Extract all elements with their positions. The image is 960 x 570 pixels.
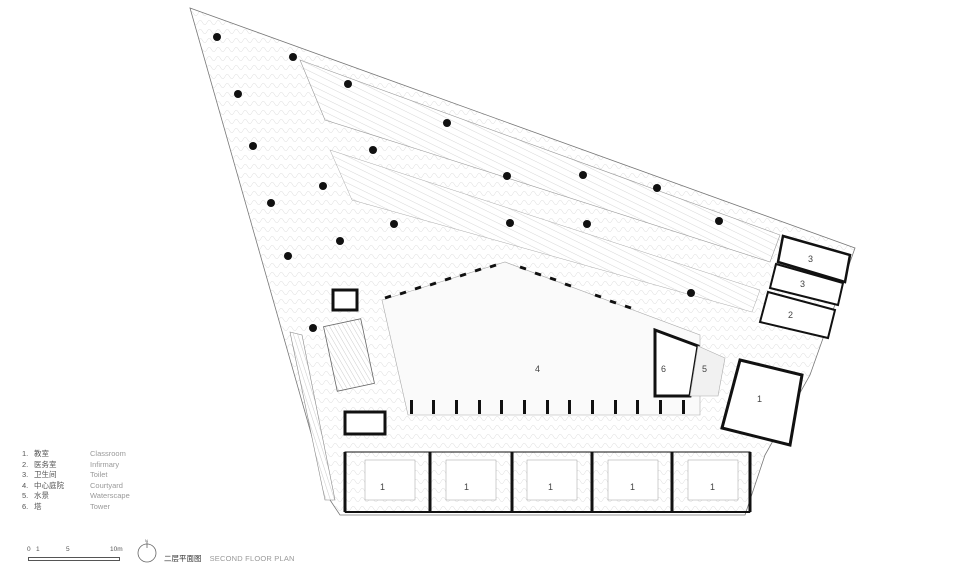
site-outline — [189, 7, 856, 516]
legend-number: 3. — [22, 470, 29, 479]
label-classroom-east: 1 — [757, 394, 762, 404]
north-arrow-icon: N — [137, 538, 157, 563]
legend-number: 2. — [22, 459, 29, 469]
scale-label-zero: 0 — [27, 546, 31, 553]
scale-label-ten: 10m — [110, 546, 123, 553]
structural-columns — [213, 33, 723, 332]
legend-english: Waterscape — [90, 491, 130, 500]
legend-english: Toilet — [90, 470, 108, 479]
legend-number: 6. — [22, 501, 29, 511]
legend-row: 1. 教室 Classroom — [22, 449, 130, 460]
scale-label-five: 5 — [66, 546, 70, 553]
legend-english: Infirmary — [90, 459, 120, 469]
classroom-desks — [364, 459, 739, 501]
courtyard-wall-segments — [384, 263, 632, 310]
label-tower: 6 — [661, 364, 666, 374]
drawing-title: 二层平面图 SECOND FLOOR PLAN — [164, 553, 295, 564]
label-classroom-d: 1 — [630, 482, 635, 492]
lift-box — [343, 410, 387, 436]
label-toilet-upper: 3 — [808, 254, 813, 264]
legend-chinese: 卫生间 — [34, 470, 57, 479]
corridor-columns — [410, 400, 685, 414]
legend-english: Courtyard — [90, 480, 123, 490]
classroom-row — [343, 451, 752, 513]
legend-row: 4. 中心庭院 Courtyard — [22, 481, 130, 492]
legend-chinese: 水景 — [34, 491, 49, 500]
label-classroom-a: 1 — [380, 482, 385, 492]
legend-chinese: 塔 — [34, 501, 42, 511]
label-classroom-e: 1 — [710, 482, 715, 492]
label-classroom-c: 1 — [548, 482, 553, 492]
legend-row: 6. 塔 Tower — [22, 502, 130, 513]
scale-bar-graphic — [28, 557, 120, 561]
stair — [323, 318, 375, 392]
label-classroom-b: 1 — [464, 482, 469, 492]
east-wing — [720, 234, 852, 447]
legend-chinese: 医务室 — [34, 459, 57, 469]
legend-chinese: 教室 — [34, 449, 49, 458]
legend-chinese: 中心庭院 — [34, 480, 64, 490]
stair-box — [331, 288, 359, 312]
stepped-seating-lower — [329, 149, 761, 313]
legend-english: Classroom — [90, 449, 126, 458]
label-waterscape: 5 — [702, 364, 707, 374]
ramp-band — [289, 331, 336, 501]
scale-bar: 0 1 5 10m — [24, 546, 134, 566]
legend-english: Tower — [90, 501, 111, 511]
legend-number: 5. — [22, 491, 29, 500]
stepped-seating — [299, 59, 781, 263]
legend-row: 5. 水景 Waterscape — [22, 491, 130, 502]
label-toilet-lower: 3 — [800, 279, 805, 289]
waterscape — [689, 345, 726, 397]
drawing-title-english: SECOND FLOOR PLAN — [209, 554, 295, 563]
legend-number: 1. — [22, 449, 29, 458]
legend: 1. 教室 Classroom 2. 医务室 Infirmary 3. 卫生间 … — [22, 449, 130, 512]
north-letter: N — [145, 538, 148, 543]
label-infirmary: 2 — [788, 310, 793, 320]
legend-row: 2. 医务室 Infirmary — [22, 460, 130, 471]
legend-row: 3. 卫生间 Toilet — [22, 470, 130, 481]
drawing-title-chinese: 二层平面图 — [164, 554, 202, 563]
scale-label-one: 1 — [36, 546, 40, 553]
legend-number: 4. — [22, 480, 29, 490]
label-courtyard: 4 — [535, 364, 540, 374]
